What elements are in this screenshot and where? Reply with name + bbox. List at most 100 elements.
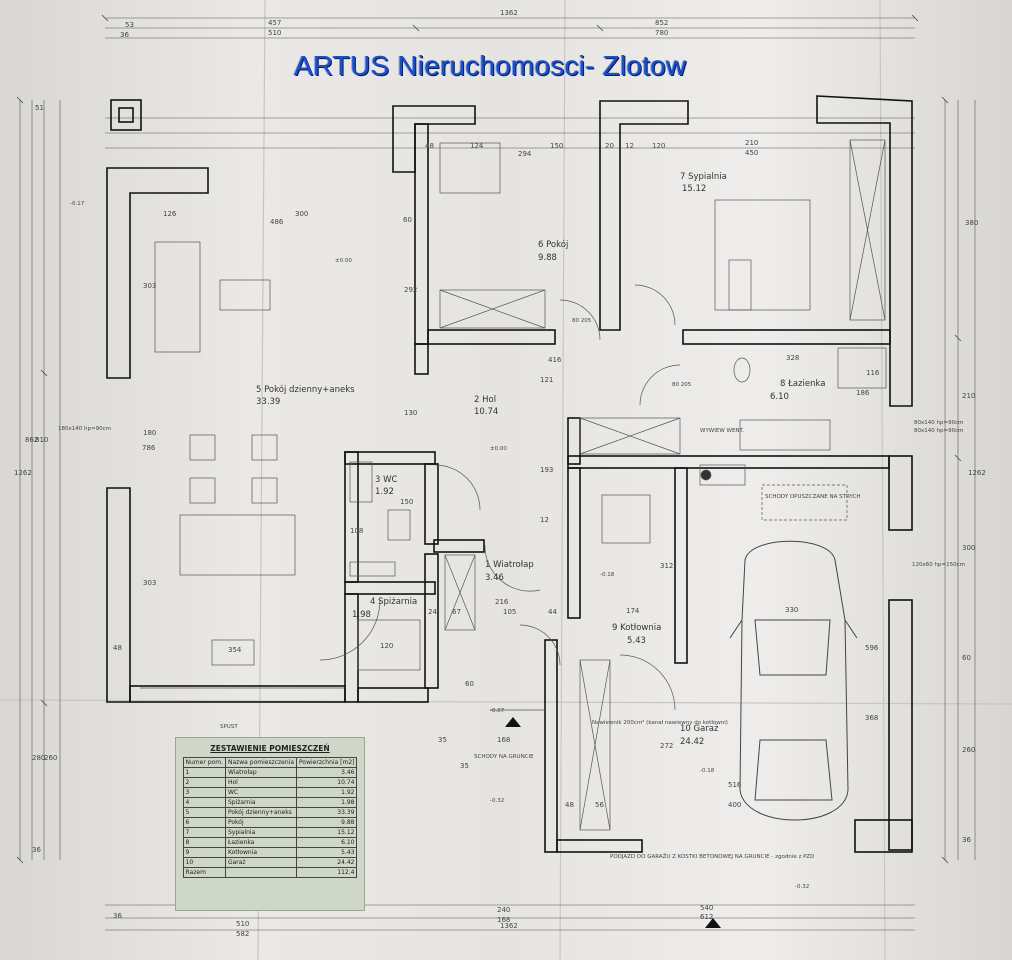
total-area: 112.4: [296, 867, 358, 878]
table-row: 1 Wiatrołap 3.46: [182, 767, 358, 778]
drainage-note: SPUST: [220, 724, 238, 730]
room-area: 24.42: [680, 737, 704, 747]
room-name: WC: [224, 787, 298, 798]
level-mark: -0.18: [600, 572, 615, 578]
dim-label: 862: [25, 436, 38, 444]
room-label: 2 Hol: [474, 395, 496, 405]
dim-label: 510: [268, 29, 281, 37]
window-note: 80x140 hp=90cm: [914, 428, 963, 434]
room-name: Sypialnia: [224, 827, 298, 838]
dim-label: 380: [965, 219, 978, 227]
attic-stairs-note: SCHODY OPUSZCZANE NA STRYCH: [765, 494, 860, 500]
room-area: 1.92: [296, 787, 358, 798]
room-number: 7: [182, 827, 226, 838]
dim-label: 20: [605, 142, 614, 150]
room-area: 1.98: [352, 610, 371, 620]
dim-label: 60: [962, 654, 971, 662]
room-name: Pokój dzienny+aneks: [224, 807, 298, 818]
room-area: 6.10: [296, 837, 358, 848]
dim-label: 210: [962, 392, 975, 400]
room-label: 10 Garaż: [680, 724, 719, 734]
table-row: 6 Pokój 9.88: [182, 817, 358, 828]
ventilation-note: WYWIEW WENT.: [700, 428, 744, 434]
dim-label: 400: [728, 801, 741, 809]
dim-label: 130: [404, 409, 417, 417]
dim-label: 126: [163, 210, 177, 218]
dim-label: 150: [400, 498, 413, 506]
level-mark: -0.32: [490, 798, 504, 804]
dim-label: 260: [962, 746, 975, 754]
level-mark: -0.17: [70, 201, 85, 207]
schedule-total-row: Razem 112.4: [182, 867, 358, 878]
dim-label: 35: [438, 736, 447, 744]
entrance-marker-icon: [505, 717, 521, 727]
table-row: 8 Łazienka 6.10: [182, 837, 358, 848]
dim-label: 1262: [968, 469, 986, 477]
table-row: 4 Spiżarnia 1.98: [182, 797, 358, 808]
stairs-note: SCHODY NA GRUNCIE: [474, 754, 534, 760]
dim-label: 36: [32, 846, 41, 854]
dim-label: 36: [962, 836, 971, 844]
level-mark: -0.18: [700, 768, 715, 774]
dim-label: 150: [550, 142, 563, 150]
dim-label: 300: [962, 544, 975, 552]
dim-label: 294: [518, 150, 532, 158]
total-label: Razem: [182, 867, 226, 878]
dim-label: 44: [548, 608, 557, 616]
dim-label: 582: [236, 930, 249, 938]
dim-label: 216: [495, 598, 509, 606]
window-note: 180x140 hp=90cm: [58, 426, 111, 432]
dim-label: 116: [866, 369, 880, 377]
table-row: 2 Hol 10.74: [182, 777, 358, 788]
dim-label: 36: [113, 912, 122, 920]
room-area: 5.43: [296, 847, 358, 858]
dim-label: 303: [143, 579, 156, 587]
dim-label: 328: [786, 354, 799, 362]
walls: [106, 95, 913, 853]
level-mark: -0.07: [490, 708, 505, 714]
room-number: 1: [182, 767, 226, 778]
schedule-grid: Numer pom. Nazwa pomieszczenia Powierzch…: [182, 757, 358, 878]
dim-label: 121: [540, 376, 553, 384]
dim-label: 780: [655, 29, 668, 37]
schedule-header: Numer pom.: [182, 757, 226, 768]
room-name: Kotłownia: [224, 847, 298, 858]
dim-label: 1262: [14, 469, 32, 477]
room-area: 33.39: [296, 807, 358, 818]
room-label: 6 Pokój: [538, 239, 568, 250]
dim-label: 186: [856, 389, 870, 397]
room-area: 9.88: [296, 817, 358, 828]
dim-label: 516: [728, 781, 742, 789]
room-label: 5 Pokój dzienny+aneks: [256, 384, 355, 395]
dim-label: 292: [404, 286, 417, 294]
dim-label: 368: [865, 714, 878, 722]
dim-label: 67: [452, 608, 461, 616]
window-note: 120x60 hp=150cm: [912, 562, 965, 568]
dim-label: 280: [32, 754, 45, 762]
room-name: Pokój: [224, 817, 298, 828]
schedule-header-row: Numer pom. Nazwa pomieszczenia Powierzch…: [182, 757, 358, 768]
dim-label: 510: [236, 920, 249, 928]
room-area: 5.43: [627, 636, 646, 646]
dim-label: 312: [660, 562, 673, 570]
window-note: 80x140 hp=90cm: [914, 420, 963, 426]
dim-label: 330: [785, 606, 798, 614]
dim-label: 12: [540, 516, 549, 524]
dim-label: 168: [497, 736, 510, 744]
dim-label: 416: [548, 356, 562, 364]
dim-label: 36: [120, 31, 129, 39]
dim-label: 486: [270, 218, 284, 226]
dim-label: 260: [44, 754, 57, 762]
dim-label: 168: [497, 916, 510, 924]
dim-label: 120: [380, 642, 393, 650]
room-area: 24.42: [296, 857, 358, 868]
room-number: 3: [182, 787, 226, 798]
room-name: Garaż: [224, 857, 298, 868]
dim-label: 1362: [500, 9, 518, 17]
dim-label: 180: [143, 429, 156, 437]
dim-label: 450: [745, 149, 758, 157]
annotations: ±0.00 ±0.00 -0.17 -0.18 -0.18 -0.07 -0.3…: [58, 201, 965, 928]
level-mark: -0.32: [795, 884, 809, 890]
door-note: 80 205: [672, 382, 692, 388]
